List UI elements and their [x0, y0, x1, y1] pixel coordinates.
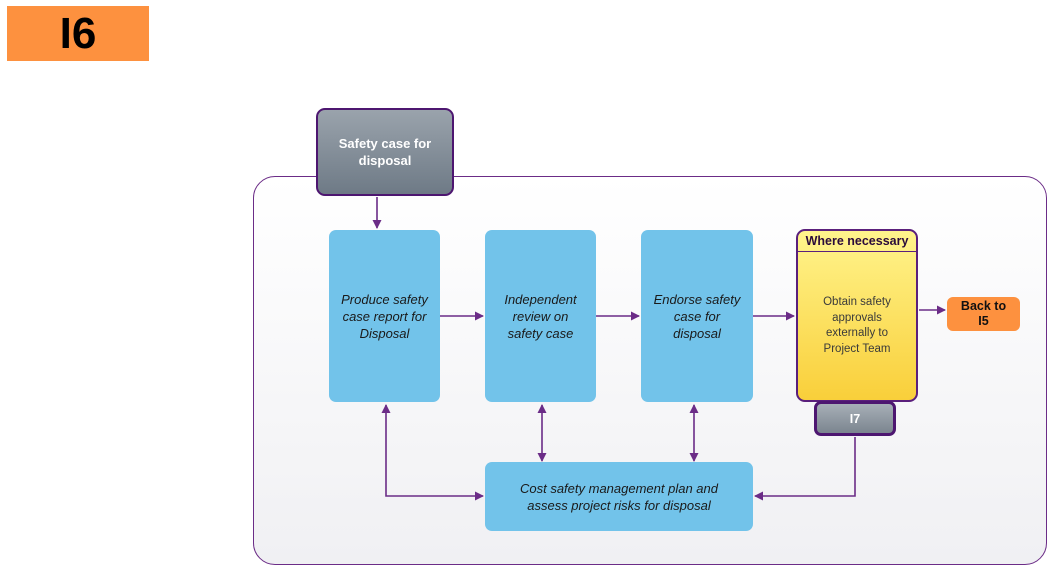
arrow-i7-to-bottom	[754, 437, 856, 501]
step-cost-management-plan-label: Cost safety management plan and assess p…	[519, 480, 718, 513]
back-to-i5-button[interactable]: Back to I5	[947, 297, 1020, 331]
external-approvals-label: Obtain safety approvals externally to Pr…	[823, 296, 891, 355]
step-cost-management-plan: Cost safety management plan and assess p…	[485, 462, 753, 531]
step-endorse-label: Endorse safety case for disposal	[653, 291, 741, 341]
where-necessary-header: Where necessary	[798, 231, 916, 252]
link-i7-label: I7	[849, 411, 861, 426]
link-i7-button[interactable]: I7	[814, 401, 896, 436]
input-safety-case-label: Safety case for disposal	[338, 136, 432, 168]
back-to-i5-label: Back to I5	[960, 299, 1007, 328]
external-approvals-box: Where necessary Obtain safety approvals …	[796, 229, 918, 402]
external-approvals-text: Obtain safety approvals externally to Pr…	[798, 252, 916, 400]
section-badge: I6	[7, 6, 149, 61]
step-independent-review: Independent review on safety case	[485, 230, 596, 402]
step-produce-report: Produce safety case report for Disposal	[329, 230, 440, 402]
step-produce-report-label: Produce safety case report for Disposal	[341, 291, 428, 341]
section-badge-label: I6	[59, 8, 97, 58]
input-safety-case-box: Safety case for disposal	[316, 108, 454, 196]
step-independent-review-label: Independent review on safety case	[504, 291, 577, 341]
arrow-produce-bottom-bidirectional	[381, 404, 484, 501]
step-endorse: Endorse safety case for disposal	[641, 230, 753, 402]
